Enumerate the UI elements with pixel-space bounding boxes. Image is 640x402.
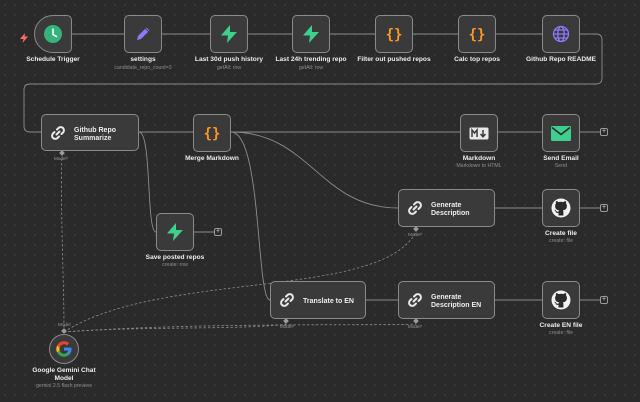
node-subtitle: create: file (549, 330, 573, 336)
schedule-trigger-node[interactable]: Schedule Trigger (26, 15, 80, 63)
supabase-icon (221, 25, 237, 43)
model-port-label: Model* (280, 324, 295, 329)
node-title: Github Repo Summarize (74, 126, 116, 142)
add-node-button[interactable]: + (600, 128, 608, 136)
merge-markdown-node[interactable]: {} Merge Markdown (185, 114, 239, 162)
node-subtitle: gemini 2.5 flash preview (36, 383, 92, 389)
node-title: Create EN file (539, 322, 583, 329)
generate-description-en-node[interactable]: Generate Description EN (398, 281, 495, 319)
github-icon (551, 290, 571, 310)
google-icon (56, 341, 72, 357)
edge-gemini-summarize (61, 155, 65, 333)
model-port-label: Model* (54, 156, 69, 161)
supabase-icon (303, 25, 319, 43)
node-title: settings (130, 56, 156, 63)
node-subtitle: getAll: row (216, 65, 242, 71)
model-port-label: Model (58, 322, 71, 327)
chain-link-icon (50, 125, 66, 141)
node-title: Google Gemini Chat Model (32, 367, 96, 382)
calc-top-repos-node[interactable]: {} Calc top repos (454, 15, 500, 63)
supabase-icon (167, 223, 183, 241)
model-port-label: Model* (408, 232, 423, 237)
node-subtitle: candidate_repo_count=3 (114, 65, 172, 71)
svg-text:{}: {} (469, 27, 486, 43)
save-posted-repos-node[interactable]: Save posted repos create: row (146, 213, 204, 268)
node-title: Generate Description EN (431, 294, 482, 309)
node-title: Schedule Trigger (26, 56, 80, 63)
add-node-button[interactable]: + (600, 204, 608, 212)
node-title: Calc top repos (454, 56, 500, 63)
send-email-node[interactable]: Send Email Send (542, 114, 580, 169)
add-node-button[interactable]: + (214, 228, 222, 236)
svg-text:{}: {} (386, 27, 403, 43)
node-title: Generate Description (431, 202, 470, 217)
node-title: Markdown (462, 155, 496, 162)
settings-node[interactable]: settings candidate_repo_count=3 (114, 15, 172, 71)
edge-gemini-gendescen (63, 323, 417, 333)
code-icon: {} (467, 25, 487, 43)
code-icon: {} (202, 124, 222, 142)
chain-link-icon (279, 292, 295, 308)
github-icon (551, 198, 571, 218)
clock-icon (43, 24, 63, 44)
filter-out-pushed-repos-node[interactable]: {} Filter out pushed repos (357, 15, 431, 63)
markdown-icon (469, 127, 489, 140)
node-subtitle: Markdown to HTML (456, 163, 502, 169)
create-en-file-node[interactable]: Create EN file create: file (540, 281, 582, 336)
node-subtitle: Send (554, 163, 568, 169)
google-gemini-chat-model-node[interactable]: Google Gemini Chat Model gemini 2.5 flas… (32, 334, 96, 389)
globe-icon (552, 25, 570, 43)
node-title: Last 30d push history (194, 56, 264, 63)
mail-icon (551, 125, 571, 141)
edge-gemini-translate (63, 323, 287, 333)
generate-description-node[interactable]: Generate Description (398, 189, 495, 227)
translate-to-en-node[interactable]: Translate to EN (270, 281, 366, 319)
github-repo-readme-node[interactable]: Github Repo README (526, 15, 596, 63)
github-repo-summarize-node[interactable]: Github Repo Summarize (41, 114, 139, 151)
node-title: Merge Markdown (185, 155, 239, 162)
node-title: Translate to EN (303, 298, 354, 305)
markdown-node[interactable]: Markdown Markdown to HTML (456, 114, 502, 169)
chain-link-icon (407, 292, 423, 308)
node-title: Send Email (543, 155, 579, 162)
last-24h-trending-repo-node[interactable]: Last 24h trending repo getAll: row (275, 15, 347, 71)
node-subtitle: getAll: row (298, 65, 324, 71)
node-title: Last 24h trending repo (275, 56, 347, 63)
code-icon: {} (384, 25, 404, 43)
chain-link-icon (407, 200, 423, 216)
edge-summarize-save (138, 131, 157, 233)
node-subtitle: create: row (162, 262, 188, 268)
pencil-icon (134, 25, 152, 43)
edge-merge-translate (230, 131, 271, 301)
node-title: Create file (545, 230, 577, 237)
node-title: Filter out pushed repos (357, 56, 431, 63)
svg-text:{}: {} (204, 126, 221, 142)
node-title: Github Repo README (526, 56, 596, 63)
model-port-label: Model* (408, 324, 423, 329)
edge-readme-summarize (23, 33, 603, 133)
add-node-button[interactable]: + (600, 296, 608, 304)
last-30d-push-history-node[interactable]: Last 30d push history getAll: row (195, 15, 263, 71)
create-file-node[interactable]: Create file create: file (542, 189, 580, 244)
node-title: Save posted repos (145, 254, 205, 261)
node-subtitle: create: file (549, 238, 573, 244)
edge-gemini-gendesc (63, 231, 417, 333)
edge-merge-gendesc (230, 131, 399, 209)
trigger-bolt-icon (20, 30, 28, 48)
